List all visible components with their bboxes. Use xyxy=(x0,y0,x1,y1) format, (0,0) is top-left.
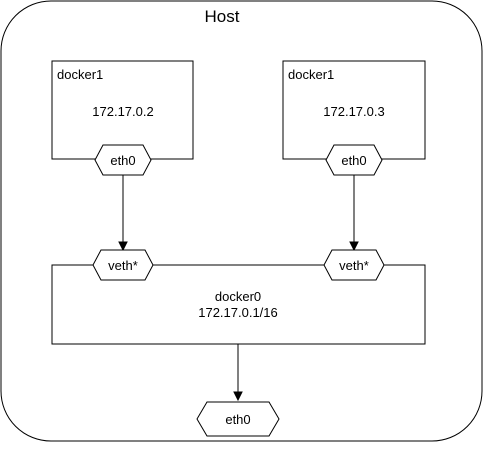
container-2-name: docker1 xyxy=(288,67,334,82)
bridge-subnet: 172.17.0.1/16 xyxy=(198,305,278,320)
host-eth0-label: eth0 xyxy=(225,412,250,427)
veth-port-2 xyxy=(323,249,385,281)
container-2-eth0-port xyxy=(325,144,383,176)
container-box-1 xyxy=(51,60,194,160)
veth-port-1 xyxy=(92,249,154,281)
veth-port-1-label: veth* xyxy=(108,258,138,273)
arrowhead-veth2 xyxy=(349,241,359,252)
container-1-eth0-port xyxy=(94,144,152,176)
arrowhead-veth1 xyxy=(118,241,128,252)
veth-port-2-label: veth* xyxy=(339,258,369,273)
host-eth0-port xyxy=(196,401,280,437)
container-1-ip: 172.17.0.2 xyxy=(92,104,153,119)
arrowhead-host-eth0 xyxy=(233,391,243,402)
container-2-eth0-label: eth0 xyxy=(341,153,366,168)
container-1-eth0-label: eth0 xyxy=(110,153,135,168)
host-label: Host xyxy=(205,7,240,26)
bridge-name: docker0 xyxy=(215,289,261,304)
container-1-name: docker1 xyxy=(57,67,103,82)
container-2-ip: 172.17.0.3 xyxy=(323,104,384,119)
container-box-2 xyxy=(282,60,426,160)
